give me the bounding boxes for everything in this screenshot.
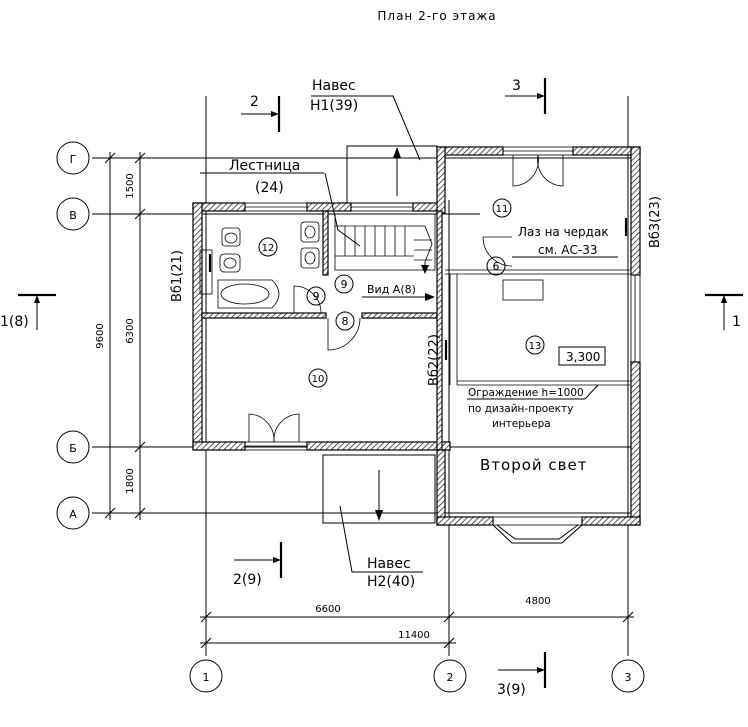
axis-row-V: В — [56, 197, 90, 231]
second-light-label: Второй свет — [480, 456, 587, 474]
axis-row-B-label: Б — [69, 442, 77, 455]
dim-1500: 1500 — [125, 173, 136, 198]
axis-col-3-label: 3 — [625, 671, 632, 684]
railing-line3: интерьера — [492, 418, 551, 430]
room-9-b: 9 — [306, 286, 326, 306]
axis-row-A: А — [56, 496, 90, 530]
railing-line1: Ограждение h=1000 — [468, 387, 584, 399]
room-6-number: 6 — [493, 260, 500, 273]
section-mark-3-bottom: 3(9) — [497, 652, 547, 698]
room-12-number: 12 — [262, 243, 275, 254]
canopy-top: Навес Н1(39) — [310, 78, 438, 204]
canopy-top-code: Н1(39) — [310, 98, 358, 114]
door-room11 — [512, 154, 564, 187]
view-a-marker: Вид А(8) — [362, 283, 435, 301]
room-12: 12 — [258, 237, 278, 257]
attic-hatch: Лаз на чердак см. АС-33 — [502, 225, 618, 301]
attic-hatch-line2: см. АС-33 — [538, 243, 597, 257]
door-8 — [327, 317, 361, 351]
canopy-bottom-title: Навес — [367, 556, 411, 572]
level-mark: 3,300 — [558, 346, 606, 366]
room-9-a: 9 — [334, 274, 354, 294]
room-8: 8 — [335, 311, 355, 331]
room-9-b-number: 9 — [313, 290, 320, 303]
canopy-top-title: Навес — [312, 78, 356, 94]
exterior-walls — [192, 146, 641, 526]
view-a-label: Вид А(8) — [367, 283, 416, 296]
section-2-9-label: 2(9) — [233, 572, 262, 588]
section-mark-3-top: 3 — [505, 78, 547, 114]
axis-row-G-label: Г — [70, 153, 77, 166]
room-13: 13 — [525, 335, 545, 355]
axis-col-2-label: 2 — [447, 671, 454, 684]
section-mark-2-top: 2 — [241, 94, 281, 132]
axis-col-1-label: 1 — [203, 671, 210, 684]
stairs-code: (24) — [255, 180, 284, 196]
dimension-left: 9600 1500 6300 1800 — [95, 152, 146, 520]
axis-row-G: Г — [56, 141, 90, 175]
door-6 — [482, 236, 513, 267]
dim-6300: 6300 — [125, 318, 136, 343]
dim-1800: 1800 — [125, 468, 136, 493]
attic-hatch-line1: Лаз на чердак — [518, 225, 609, 239]
room-8-number: 8 — [342, 315, 349, 328]
section-mark-1-right: 1 — [705, 293, 743, 330]
wall-view-vb1: Вб1(21) — [170, 250, 185, 302]
dim-9600: 9600 — [95, 323, 106, 348]
railing: Ограждение h=1000 по дизайн-проекту инте… — [445, 269, 630, 430]
axis-col-1: 1 — [189, 659, 223, 693]
section-3-label: 3 — [512, 78, 521, 94]
wall-view-vb2: Вб2(22) — [427, 334, 442, 386]
axis-row-V-label: В — [69, 209, 77, 222]
room-11-number: 11 — [496, 204, 509, 215]
dim-6600: 6600 — [315, 604, 340, 615]
room-9-a-number: 9 — [341, 278, 348, 291]
axis-row-A-label: А — [69, 508, 77, 521]
axis-row-B: Б — [56, 430, 90, 464]
plan-title: План 2-го этажа — [377, 9, 496, 23]
stairs-title: Лестница — [229, 158, 300, 174]
section-2-label: 2 — [250, 94, 259, 110]
dimension-bottom: 6600 4800 11400 — [200, 596, 634, 649]
canopy-bottom-code: Н2(40) — [367, 574, 415, 590]
door-room10 — [248, 413, 300, 443]
door-9 — [293, 285, 322, 314]
room-6: 6 — [486, 256, 506, 276]
wall-view-vb3: Вб3(23) — [648, 196, 663, 248]
dim-11400: 11400 — [398, 630, 430, 641]
room-13-number: 13 — [529, 341, 542, 352]
axis-col-2: 2 — [433, 659, 467, 693]
wall-view-marks: Вб1(21) Вб2(22) Вб3(23) — [170, 196, 663, 386]
room-10-number: 10 — [312, 374, 325, 385]
dim-4800: 4800 — [525, 596, 550, 607]
canopy-bottom: Навес Н2(40) — [322, 454, 436, 590]
section-mark-2-bottom: 2(9) — [233, 542, 283, 588]
room-11: 11 — [492, 198, 512, 218]
bathroom-fixtures — [199, 221, 320, 309]
room-10: 10 — [308, 368, 328, 388]
axis-col-3: 3 — [611, 659, 645, 693]
railing-line2: по дизайн-проекту — [468, 403, 573, 415]
section-3-9-label: 3(9) — [497, 682, 526, 698]
staircase: Лестница (24) — [200, 158, 436, 274]
level-value: 3,300 — [566, 350, 600, 364]
section-1-label: 1 — [732, 314, 741, 330]
section-mark-1-left: 1(8) — [0, 293, 56, 330]
section-1-8-label: 1(8) — [0, 314, 29, 330]
